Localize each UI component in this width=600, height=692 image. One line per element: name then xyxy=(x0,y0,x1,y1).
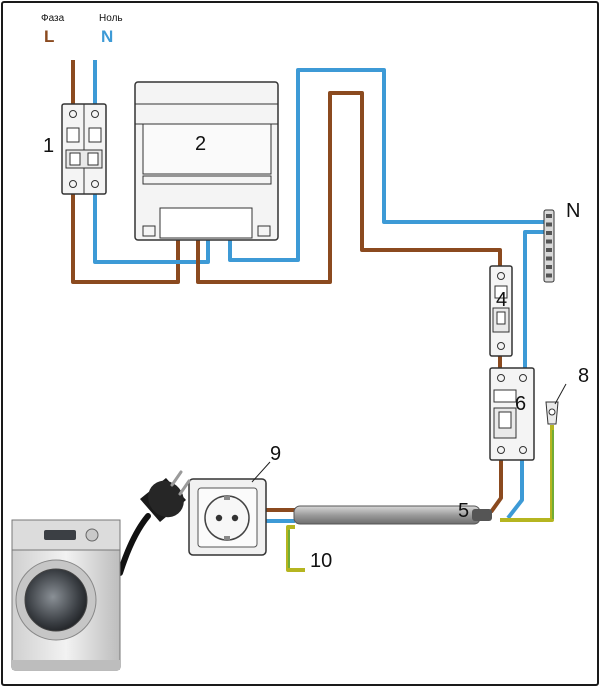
callout-1: 1 xyxy=(43,135,54,157)
neutral-letter: N xyxy=(101,27,113,46)
ground-lead-10 xyxy=(286,525,305,572)
phase-wire-breaker-to-meter xyxy=(71,192,180,284)
cable xyxy=(293,505,492,525)
busbar-hole xyxy=(546,265,552,269)
ground-wire xyxy=(500,425,554,522)
power-socket xyxy=(188,478,267,556)
neutral-busbar xyxy=(543,209,555,283)
busbar-hole xyxy=(546,214,552,218)
electricity-meter xyxy=(134,81,279,241)
callout-6: 6 xyxy=(515,393,526,415)
busbar-hole xyxy=(546,273,552,278)
callout-2: 2 xyxy=(195,133,206,155)
callout-4: 4 xyxy=(496,289,507,311)
neutral-caption: Ноль xyxy=(99,13,123,24)
neutral-wire-meter-to-bus xyxy=(228,68,548,262)
neutral-wire-bus-to-rcd xyxy=(523,230,548,370)
phase-wire-meter-to-breaker xyxy=(196,91,502,284)
busbar-label: N xyxy=(566,200,580,222)
phase-wire-rcd-out xyxy=(489,458,503,514)
wires xyxy=(71,60,554,572)
callout-10: 10 xyxy=(310,550,332,572)
callout-9: 9 xyxy=(270,443,281,465)
busbar-hole xyxy=(546,256,552,261)
ground-terminal xyxy=(545,401,559,425)
busbar-hole xyxy=(546,231,552,235)
circuit-breaker-4 xyxy=(489,265,513,357)
callout-8: 8 xyxy=(578,365,589,387)
phase-caption: Фаза xyxy=(41,13,65,24)
rcd-device xyxy=(489,367,535,461)
neutral-wire-rcd-out xyxy=(506,458,524,520)
busbar-hole xyxy=(546,222,552,227)
phase-letter: L xyxy=(44,27,54,46)
callout-5: 5 xyxy=(458,500,469,522)
busbar-hole xyxy=(546,248,552,252)
callout-leaders xyxy=(251,383,567,483)
washing-machine xyxy=(11,519,121,671)
circuit-breaker-1 xyxy=(61,103,107,195)
neutral-wire-breaker-to-meter xyxy=(93,192,210,264)
power-plug xyxy=(117,470,191,576)
busbar-hole xyxy=(546,239,552,244)
